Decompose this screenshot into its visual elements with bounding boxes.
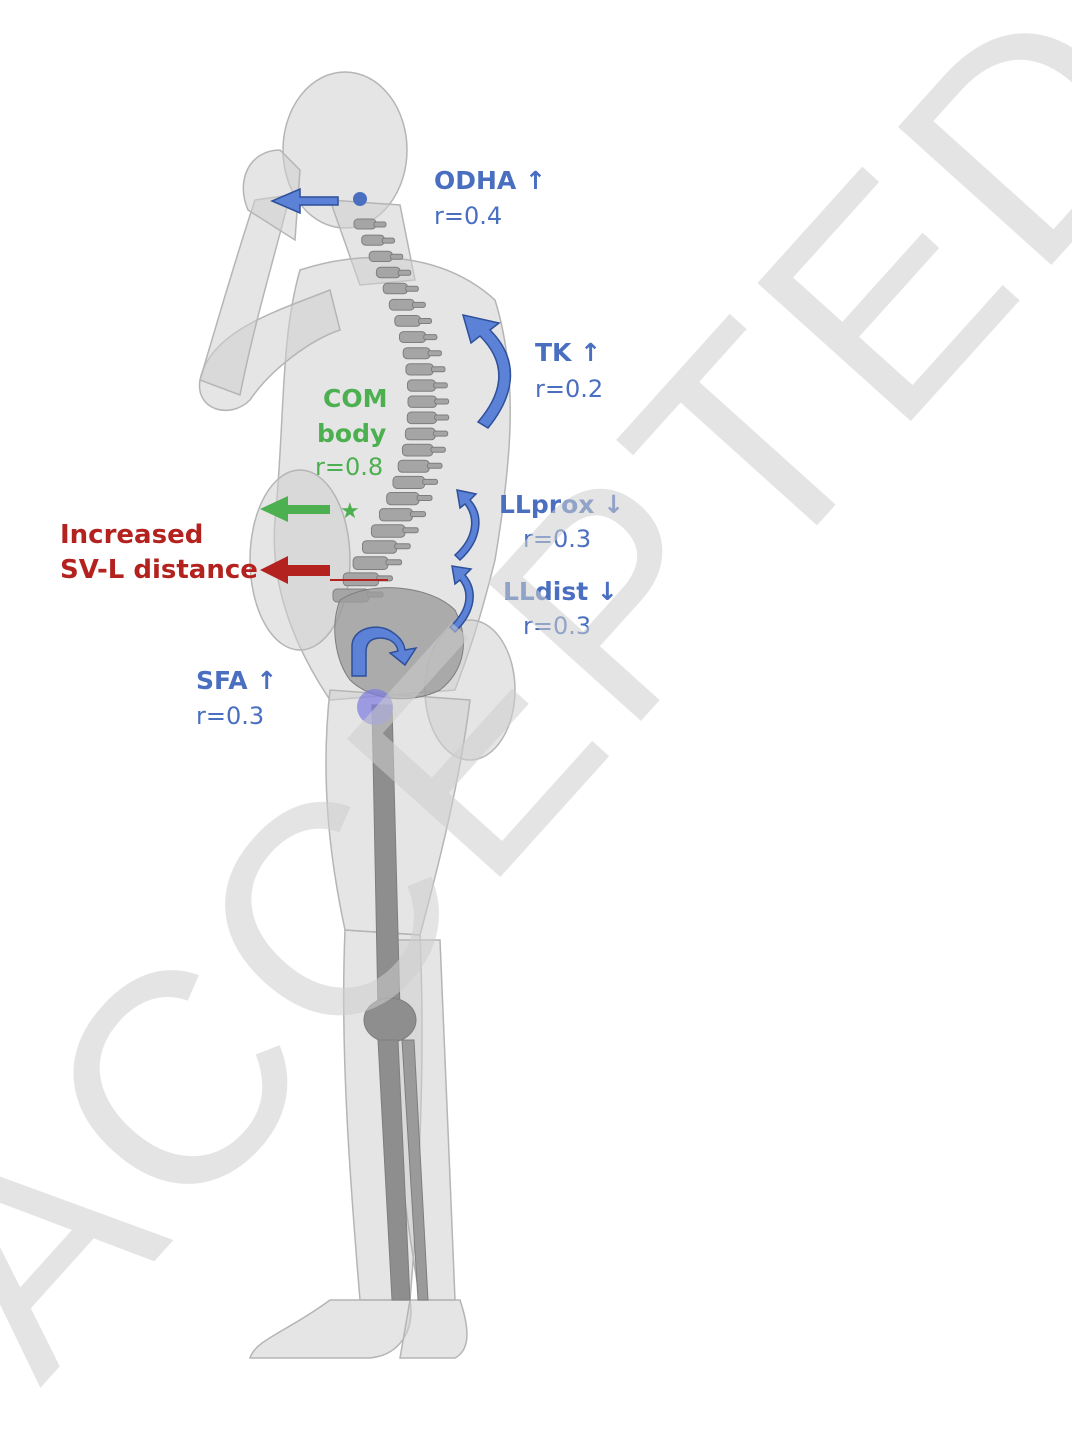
spinous-process [403, 528, 418, 533]
vertebra [371, 525, 405, 538]
spinous-process [433, 431, 447, 436]
spinous-process [435, 399, 449, 404]
vertebra [400, 332, 426, 343]
spinous-process [374, 222, 386, 227]
spinous-process [398, 270, 411, 275]
spinous-process [431, 367, 445, 372]
spinous-process [417, 496, 432, 501]
spinous-process [427, 463, 442, 468]
spinous-process [395, 544, 411, 549]
spinous-process [435, 415, 449, 420]
svl-title-line2: SV-L distance [60, 557, 258, 583]
spinous-process [428, 351, 441, 356]
posture-diagram: ★ [0, 0, 1072, 1364]
spinous-process [410, 512, 425, 517]
spinous-process [406, 286, 419, 291]
svl-title-line1: Increased [60, 522, 203, 548]
com-star: ★ [340, 499, 360, 524]
spinous-process [424, 335, 437, 340]
odha-title: ODHA ↑ [434, 168, 546, 193]
tk-title: TK ↑ [535, 340, 601, 365]
vertebra [369, 251, 392, 261]
vertebra [406, 364, 434, 375]
vertebra [387, 493, 419, 505]
llprox-r-value: r=0.3 [523, 527, 591, 551]
vertebra [353, 557, 388, 570]
com-title-line2: body [317, 421, 386, 446]
spinous-process [434, 383, 448, 388]
knee [364, 998, 416, 1042]
vertebra [405, 428, 435, 440]
spinous-process [412, 302, 425, 307]
vertebra [402, 444, 433, 456]
vertebra [389, 299, 414, 310]
vertebra [408, 380, 436, 391]
vertebra [376, 267, 400, 277]
vertebra [380, 509, 413, 521]
femoral-head-marker [357, 689, 393, 725]
spinous-process [382, 238, 394, 243]
llprox-title: LLprox ↓ [499, 492, 624, 517]
com-r-value: r=0.8 [315, 455, 383, 479]
spinous-process [386, 560, 402, 565]
com-title-line1: COM [323, 386, 387, 411]
lldist-r-value: r=0.3 [523, 614, 591, 638]
vertebra [393, 476, 425, 488]
lldist-title: LLdist ↓ [503, 579, 618, 604]
vertebra [407, 412, 436, 424]
spinous-process [419, 319, 432, 324]
vertebra [408, 396, 437, 407]
ear-dot [353, 192, 367, 206]
vertebra [354, 219, 376, 229]
tk-r-value: r=0.2 [535, 377, 603, 401]
sfa-title: SFA ↑ [196, 668, 277, 693]
vertebra [403, 348, 430, 359]
sfa-r-value: r=0.3 [196, 704, 264, 728]
vertebra [383, 283, 407, 294]
vertebra [362, 235, 385, 245]
spinous-process [423, 479, 438, 484]
vertebra [395, 316, 421, 327]
vertebra [398, 460, 429, 472]
spinous-process [390, 254, 402, 259]
vertebra [363, 541, 397, 554]
spinous-process [431, 447, 445, 452]
odha-r-value: r=0.4 [434, 204, 502, 228]
